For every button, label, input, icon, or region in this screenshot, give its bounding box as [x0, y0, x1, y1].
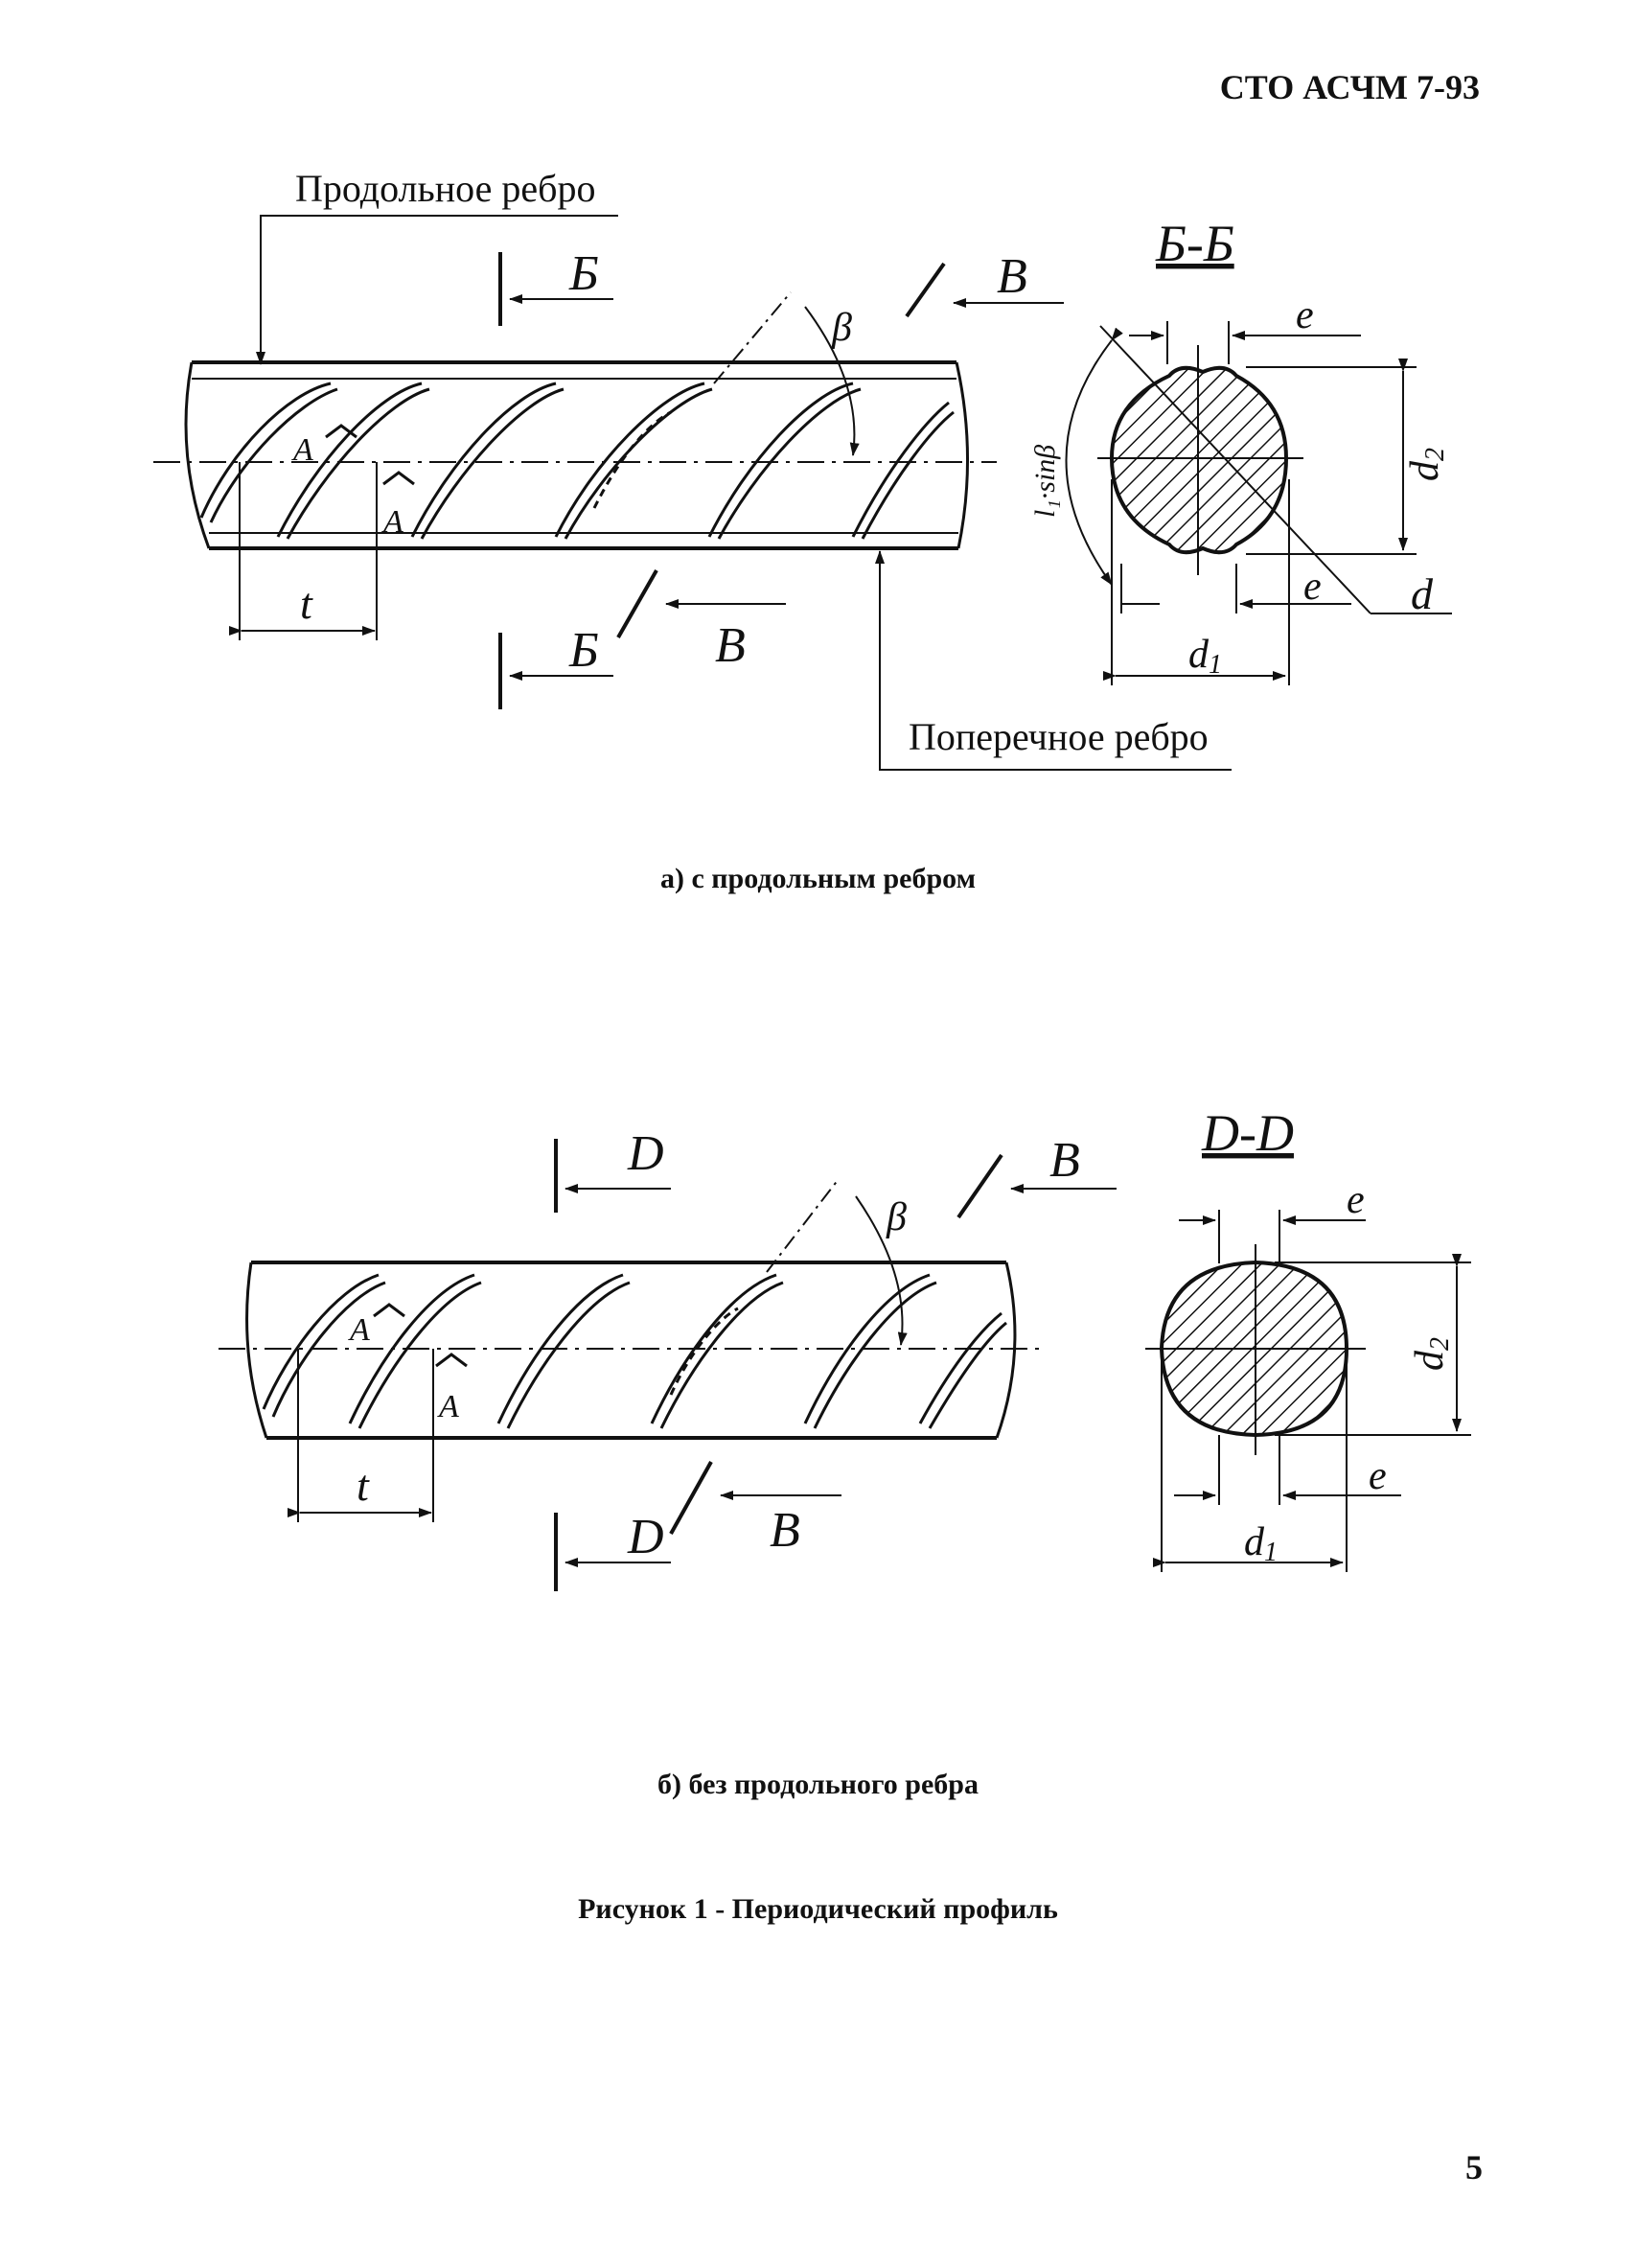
label-longitudinal-rib: Продольное ребро [295, 167, 596, 210]
cut-letter-v-top: В [997, 249, 1027, 304]
figure-a-bar [153, 215, 1232, 771]
cut-letter-v-bottom: В [715, 618, 746, 673]
dim-e-top-b: e [1347, 1178, 1365, 1222]
detail-a-1: A [291, 432, 313, 468]
cut-letter-b-bottom: Б [568, 623, 599, 678]
angle-beta-a: β [831, 306, 852, 350]
dim-d-a: d [1411, 569, 1434, 618]
cut-letter-v-top-b: B [1049, 1133, 1080, 1188]
dim-d2-b: d2 [1408, 1337, 1455, 1371]
section-d-d [1145, 1210, 1471, 1572]
cut-letter-d-bottom: D [627, 1510, 664, 1564]
cut-letter-d-top: D [627, 1126, 664, 1181]
dim-e-bottom-b: e [1369, 1454, 1387, 1498]
document-code: СТО АСЧМ 7-93 [1219, 68, 1480, 106]
section-label-d-d: D-D [1201, 1104, 1294, 1162]
dim-d2-a: d2 [1403, 448, 1450, 481]
pitch-t-a: t [300, 579, 313, 628]
dim-e-bottom-a: e [1303, 565, 1322, 609]
figure-a-ribs [199, 382, 955, 540]
dim-d1-a: d1 [1188, 633, 1222, 680]
figure-b-bar [219, 1139, 1117, 1591]
pitch-t-b: t [357, 1461, 370, 1510]
page-number: 5 [1465, 2148, 1483, 2187]
dim-e-top-a: e [1296, 293, 1314, 337]
figure-b-ribs [262, 1273, 1007, 1429]
caption-a: а) с продольным ребром [659, 863, 977, 894]
label-transverse-rib: Поперечное ребро [909, 715, 1209, 758]
angle-beta-b: β [886, 1195, 907, 1239]
dim-arc-a: l₁·sinβ [1029, 445, 1061, 518]
cut-letter-v-bottom-b: B [770, 1503, 800, 1558]
figure-caption: Рисунок 1 - Периодический профиль [578, 1893, 1058, 1925]
section-b-b [1065, 321, 1452, 685]
detail-a-2: A [381, 504, 403, 540]
detail-a-4: A [437, 1389, 459, 1424]
cut-letter-b-top: Б [568, 246, 599, 301]
caption-b: б) без продольного ребра [657, 1769, 979, 1800]
section-label-b-b: Б-Б [1155, 215, 1234, 272]
detail-a-3: A [348, 1312, 370, 1348]
dim-d1-b: d1 [1244, 1520, 1278, 1567]
